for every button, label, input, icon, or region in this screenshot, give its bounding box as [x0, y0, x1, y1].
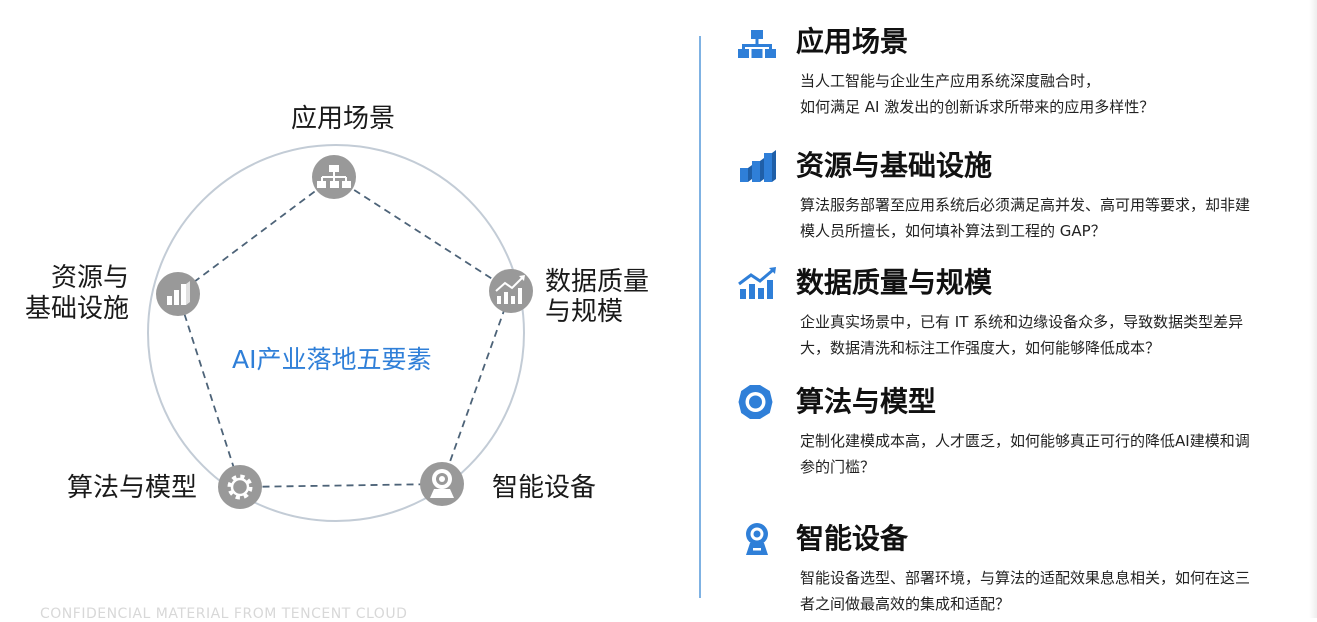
- outer-circle: [147, 144, 525, 522]
- right-edge-shadow: [1309, 0, 1317, 618]
- bar-chart-3d-icon: [740, 150, 776, 182]
- node-label-top: 应用场景: [291, 104, 396, 134]
- section-description: 当人工智能与企业生产应用系统深度融合时，如何满足 AI 激发出的创新诉求所带来的…: [800, 72, 1155, 116]
- confidential-footer: CONFIDENCIAL MATERIAL FROM TENCENT CLOUD: [40, 606, 408, 622]
- vertical-divider: [699, 36, 701, 598]
- node-label-bottom-left: 算法与模型: [67, 473, 198, 503]
- trend-chart-icon: [489, 269, 533, 313]
- section-title: 资源与基础设施: [796, 149, 993, 182]
- section-title: 应用场景: [796, 25, 909, 58]
- five-elements-diagram: [147, 144, 533, 522]
- section-title: 智能设备: [796, 522, 909, 555]
- node-label-right-line1: 数据质量: [545, 267, 650, 297]
- section-title: 算法与模型: [796, 385, 937, 418]
- section-description: 企业真实场景中，已有 IT 系统和边缘设备众多，导致数据类型差异大，数据清洗和标…: [800, 313, 1244, 357]
- section-description: 定制化建模成本高，人才匮乏，如何能够真正可行的降低AI建模和调参的门槛？: [800, 432, 1250, 476]
- gear-icon: [218, 465, 262, 509]
- section-description: 智能设备选型、部署环境，与算法的适配效果息息相关，如何在这三者之间做最高效的集成…: [800, 569, 1251, 613]
- org-chart-icon: [312, 155, 356, 199]
- org-chart-icon: [738, 30, 776, 58]
- section-description: 算法服务部署至应用系统后必须满足高并发、高可用等要求，却非建模人员所擅长，如何填…: [800, 196, 1251, 240]
- section-title: 数据质量与规模: [796, 266, 993, 299]
- node-label-right-line2: 与规模: [545, 297, 624, 327]
- node-label-left-line2: 基础设施: [25, 294, 130, 324]
- bar-chart-3d-icon: [156, 272, 200, 316]
- node-label-left-line1: 资源与: [51, 263, 130, 293]
- dashed-pentagon: [176, 175, 513, 488]
- camera-icon: [746, 523, 768, 555]
- diagram-center-title: AI产业落地五要素: [232, 345, 432, 374]
- gear-icon: [738, 385, 773, 419]
- trend-chart-icon: [738, 267, 776, 299]
- node-label-bottom-right: 智能设备: [492, 473, 597, 503]
- camera-icon: [420, 462, 464, 506]
